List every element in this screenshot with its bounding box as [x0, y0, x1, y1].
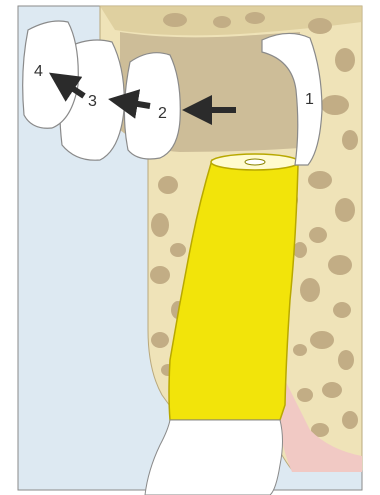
label-1: 1 [305, 91, 314, 108]
implant-top-hole [245, 159, 265, 165]
label-4: 4 [34, 63, 43, 80]
label-2: 2 [158, 105, 167, 122]
label-3: 3 [88, 93, 97, 110]
